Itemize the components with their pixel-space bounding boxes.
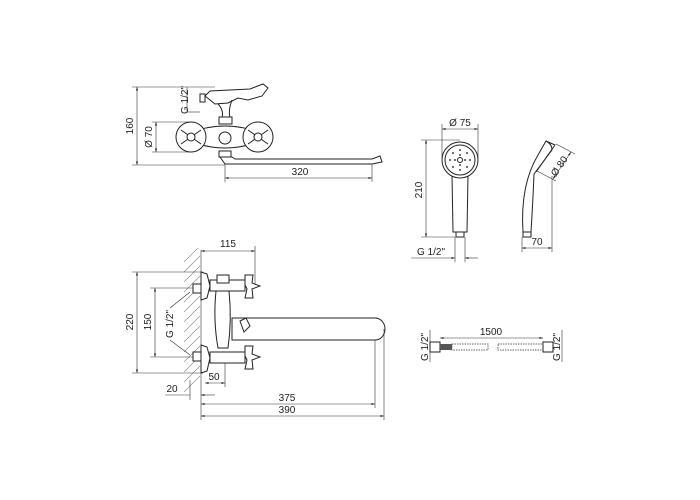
dim-hose-length: 1500 bbox=[480, 327, 503, 338]
dim-head-diameter: Ø 75 bbox=[449, 118, 471, 129]
dim-connection: G 1/2" bbox=[165, 310, 176, 338]
mixer-top-view: 160 G 1/2" Ø 70 320 bbox=[125, 83, 383, 182]
dim-side-depth: 70 bbox=[531, 237, 543, 248]
shower-hose: 1500 G 1/2" G 1/2" bbox=[420, 327, 563, 362]
dim-escutcheon-diameter: Ø 70 bbox=[144, 126, 155, 148]
hand-shower-front-view: Ø 75 210 G 1/2" bbox=[411, 118, 479, 262]
hand-shower-side-view: Ø 80 70 bbox=[521, 140, 576, 252]
dim-shower-length: 210 bbox=[414, 181, 425, 198]
dim-depth: 115 bbox=[220, 239, 236, 250]
dim-side-diameter: Ø 80 bbox=[549, 154, 570, 178]
dim-shower-connection: G 1/2" bbox=[417, 247, 445, 258]
dim-connection: G 1/2" bbox=[180, 86, 191, 114]
wall-hatching bbox=[183, 247, 202, 420]
dim-offset-20: 20 bbox=[166, 384, 178, 395]
dim-inlet-spacing: 150 bbox=[143, 313, 154, 330]
dim-total-height: 220 bbox=[125, 313, 136, 330]
dim-offset-50: 50 bbox=[208, 372, 220, 383]
dim-total-length: 390 bbox=[279, 405, 296, 416]
dim-spout-reach: 375 bbox=[279, 393, 296, 404]
mixer-front-view: 115 220 150 G 1/2" 50 20 bbox=[125, 239, 386, 420]
dim-hose-right-connection: G 1/2" bbox=[552, 333, 563, 361]
dim-height-160: 160 bbox=[125, 117, 136, 134]
dim-spout-length: 320 bbox=[292, 167, 309, 178]
dim-hose-left-connection: G 1/2" bbox=[420, 333, 431, 361]
